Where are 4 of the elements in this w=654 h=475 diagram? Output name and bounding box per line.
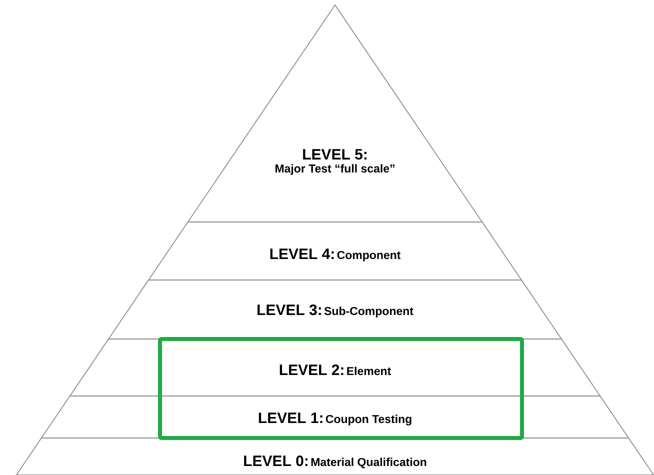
highlight-frame bbox=[158, 337, 524, 440]
pyramid-level: LEVEL 1: Coupon Testing bbox=[40, 396, 630, 438]
pyramid-level: LEVEL 2: Element bbox=[69, 338, 601, 396]
pyramid-level: LEVEL 0: Material Qualification bbox=[16, 438, 654, 475]
